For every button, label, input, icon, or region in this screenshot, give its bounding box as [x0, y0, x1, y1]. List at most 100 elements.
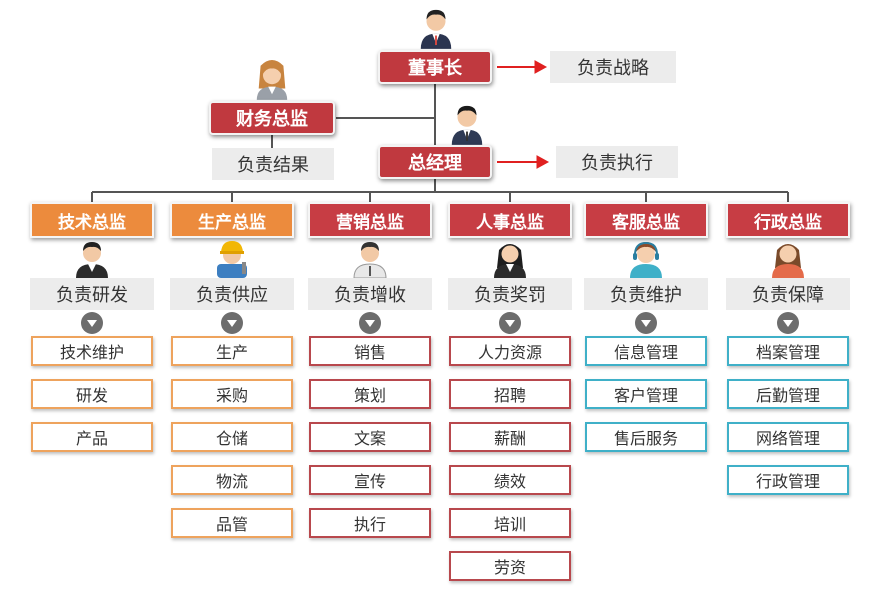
gm-note-text: 负责执行 — [581, 153, 653, 174]
task-item: 客户管理 — [585, 379, 707, 409]
finance-note-text: 负责结果 — [237, 155, 309, 176]
department-name: 客服总监 — [612, 212, 680, 233]
task-label: 网络管理 — [755, 429, 820, 448]
department-name: 人事总监 — [476, 212, 544, 233]
task-item: 品管 — [171, 508, 293, 538]
task-label: 后勤管理 — [755, 386, 820, 405]
gm-title: 总经理 — [408, 153, 462, 174]
department-duty: 负责维护 — [584, 278, 708, 310]
task-label: 宣传 — [353, 472, 386, 491]
task-item: 劳资 — [449, 551, 571, 581]
chairman-note: 负责战略 — [550, 51, 676, 83]
task-label: 绩效 — [493, 472, 526, 491]
task-label: 研发 — [75, 386, 108, 405]
task-label: 文案 — [353, 429, 386, 448]
gm-person-icon — [451, 105, 483, 145]
task-label: 策划 — [353, 386, 386, 405]
gm-arrowhead — [536, 155, 550, 169]
department-name: 技术总监 — [58, 212, 126, 233]
task-item: 策划 — [309, 379, 431, 409]
chairman-note-text: 负责战略 — [577, 58, 649, 79]
department-header: 人事总监 — [448, 202, 572, 238]
task-label: 生产 — [215, 343, 248, 362]
task-item: 仓储 — [171, 422, 293, 452]
task-item: 信息管理 — [585, 336, 707, 366]
department-header: 营销总监 — [308, 202, 432, 238]
department-header: 客服总监 — [584, 202, 708, 238]
department-header: 生产总监 — [170, 202, 294, 238]
task-label: 销售 — [353, 343, 386, 362]
task-item: 档案管理 — [727, 336, 849, 366]
task-label: 产品 — [75, 429, 108, 448]
task-item: 物流 — [171, 465, 293, 495]
task-label: 培训 — [493, 515, 526, 534]
gm-note: 负责执行 — [556, 146, 678, 178]
task-item: 招聘 — [449, 379, 571, 409]
task-item: 后勤管理 — [727, 379, 849, 409]
finance-box: 财务总监 — [209, 101, 335, 135]
task-item: 销售 — [309, 336, 431, 366]
task-label: 采购 — [215, 386, 248, 405]
task-label: 人力资源 — [477, 343, 542, 362]
department-duty-text: 负责供应 — [196, 285, 268, 306]
woman-suit-icon — [494, 244, 526, 278]
task-label: 物流 — [215, 472, 248, 491]
task-label: 执行 — [353, 515, 386, 534]
department-header: 技术总监 — [30, 202, 154, 238]
worker-icon — [217, 241, 247, 278]
task-item: 宣传 — [309, 465, 431, 495]
task-item: 网络管理 — [727, 422, 849, 452]
task-item: 产品 — [31, 422, 153, 452]
chairman-arrowhead — [534, 60, 548, 74]
headset-agent-icon — [630, 241, 662, 278]
task-item: 绩效 — [449, 465, 571, 495]
task-item: 薪酬 — [449, 422, 571, 452]
task-label: 劳资 — [493, 558, 526, 577]
task-label: 薪酬 — [493, 429, 526, 448]
man-suit-icon — [76, 242, 108, 278]
task-item: 技术维护 — [31, 336, 153, 366]
department-duty: 负责奖罚 — [448, 278, 572, 310]
department-name: 生产总监 — [198, 212, 266, 233]
department-duty-text: 负责研发 — [56, 285, 128, 306]
department-header: 行政总监 — [726, 202, 850, 238]
department-name: 行政总监 — [754, 212, 822, 233]
task-item: 售后服务 — [585, 422, 707, 452]
task-item: 生产 — [171, 336, 293, 366]
task-label: 招聘 — [493, 386, 526, 405]
down-arrow-icon — [499, 312, 521, 334]
finance-person-icon — [256, 60, 288, 100]
chairman-person-icon — [420, 9, 452, 49]
task-item: 文案 — [309, 422, 431, 452]
task-label: 客户管理 — [613, 386, 678, 405]
department-duty-text: 负责保障 — [752, 285, 824, 306]
down-arrow-icon — [81, 312, 103, 334]
department-duty: 负责增收 — [308, 278, 432, 310]
task-item: 执行 — [309, 508, 431, 538]
task-label: 行政管理 — [755, 472, 820, 491]
task-label: 信息管理 — [613, 343, 678, 362]
task-item: 采购 — [171, 379, 293, 409]
down-arrow-icon — [359, 312, 381, 334]
task-label: 技术维护 — [59, 343, 124, 362]
department-duty: 负责研发 — [30, 278, 154, 310]
task-item: 培训 — [449, 508, 571, 538]
woman-icon — [772, 244, 804, 278]
task-item: 行政管理 — [727, 465, 849, 495]
department-duty-text: 负责增收 — [334, 285, 406, 306]
task-item: 人力资源 — [449, 336, 571, 366]
task-label: 品管 — [215, 515, 248, 534]
down-arrow-icon — [635, 312, 657, 334]
department-duty: 负责保障 — [726, 278, 850, 310]
department-name: 营销总监 — [336, 212, 404, 233]
task-label: 档案管理 — [755, 343, 820, 362]
chairman-box: 董事长 — [378, 50, 492, 84]
finance-note: 负责结果 — [212, 148, 334, 180]
down-arrow-icon — [221, 312, 243, 334]
department-duty: 负责供应 — [170, 278, 294, 310]
gm-box: 总经理 — [378, 145, 492, 179]
task-label: 售后服务 — [613, 429, 678, 448]
task-label: 仓储 — [215, 429, 248, 448]
finance-title: 财务总监 — [236, 109, 308, 130]
